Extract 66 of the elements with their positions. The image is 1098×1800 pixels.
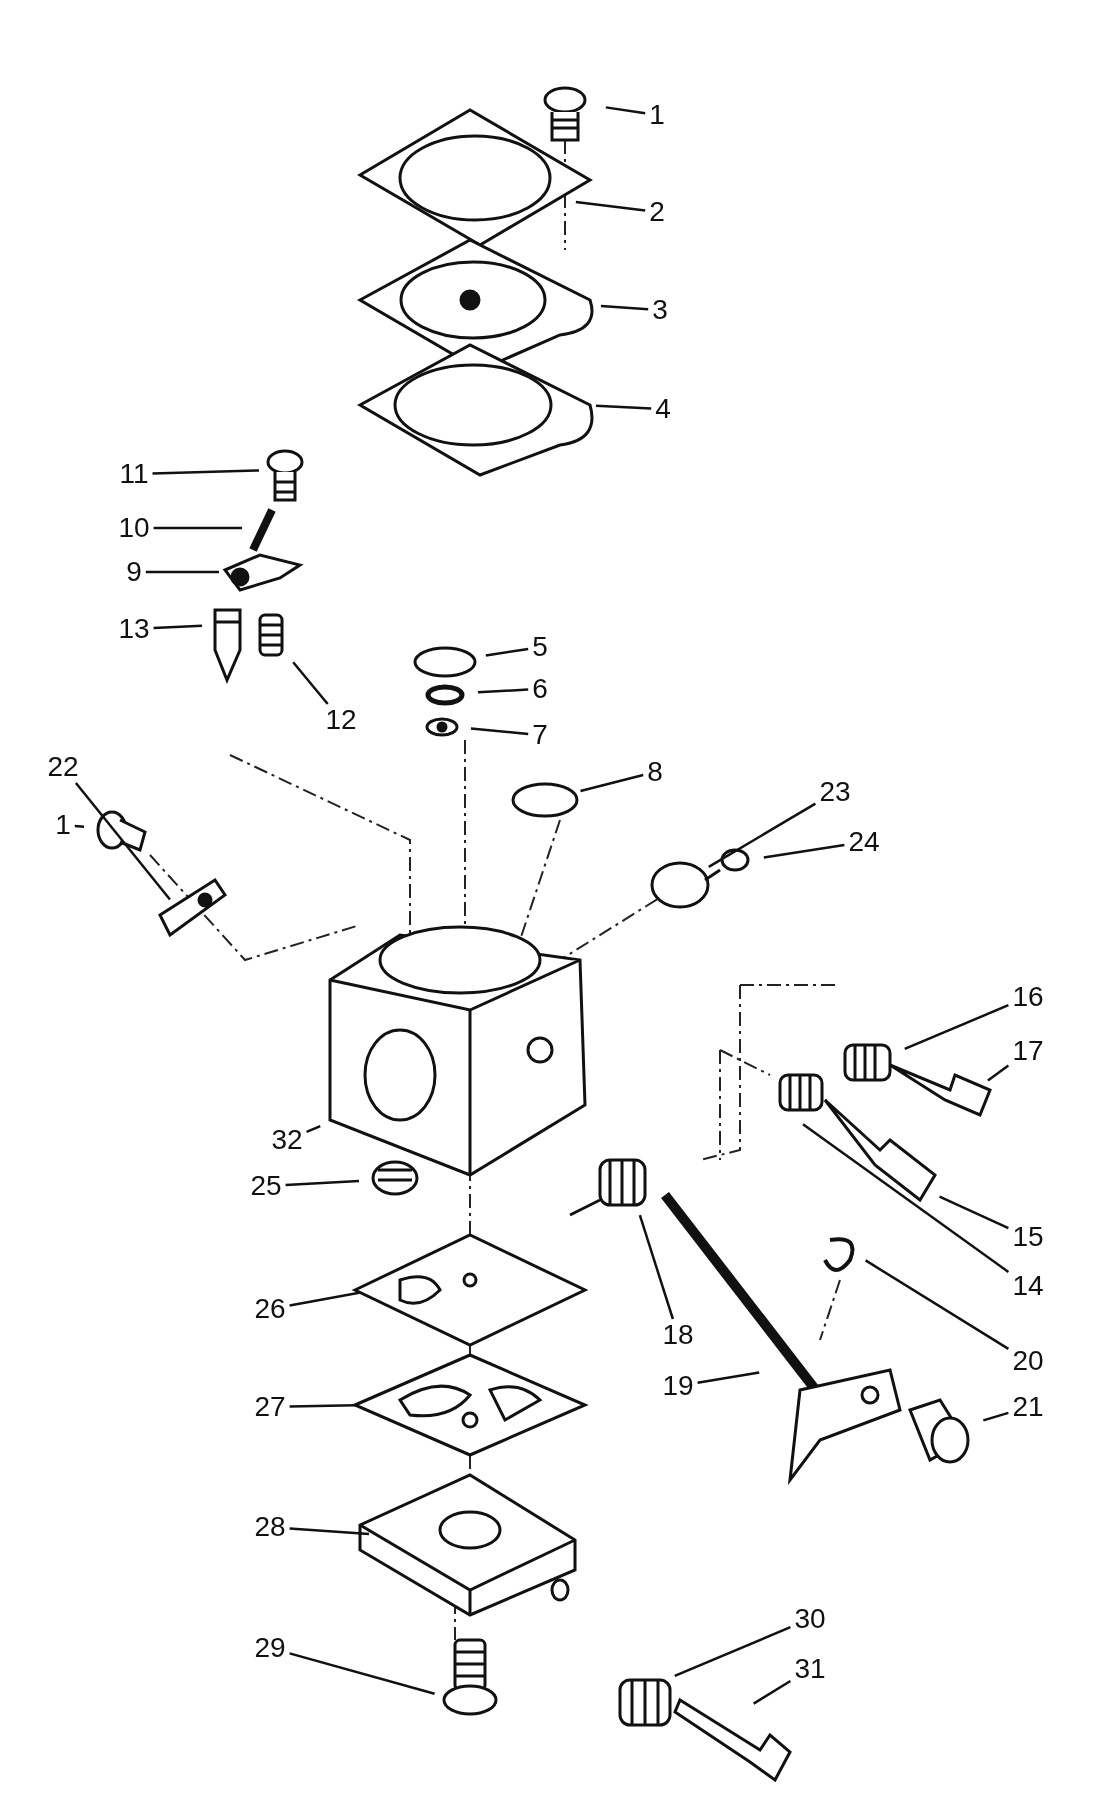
leader-line: [289, 1652, 435, 1695]
leader-line: [74, 824, 85, 828]
callout-number: 15: [1012, 1223, 1044, 1251]
leader-line: [600, 304, 649, 311]
leader-line: [153, 624, 203, 630]
callout-number: 26: [254, 1295, 286, 1323]
leader-line: [575, 200, 646, 212]
callout-number: 12: [325, 706, 357, 734]
callout-number: 1: [649, 101, 665, 129]
callout-number: 23: [819, 778, 851, 806]
callout-number: 1: [55, 811, 71, 839]
leader-line: [697, 1371, 760, 1385]
callout-number: 6: [532, 675, 548, 703]
leader-line: [292, 661, 329, 705]
callout-number: 21: [1012, 1393, 1044, 1421]
leader-line: [289, 1527, 370, 1536]
callout-number: 7: [532, 721, 548, 749]
leader-line: [153, 526, 242, 530]
leader-line: [864, 1259, 1010, 1350]
leader-line: [145, 570, 219, 574]
callout-number: 13: [118, 615, 150, 643]
callout-number: 29: [254, 1634, 286, 1662]
leader-line: [638, 1214, 675, 1320]
callout-number: 25: [250, 1172, 282, 1200]
leader-line: [987, 1064, 1010, 1082]
callout-number: 4: [655, 395, 671, 423]
callout-number: 9: [126, 558, 142, 586]
leader-line: [674, 1626, 791, 1677]
leader-line: [289, 1291, 360, 1307]
leader-line: [477, 688, 529, 694]
callout-number: 30: [794, 1605, 826, 1633]
callout-number: 19: [662, 1372, 694, 1400]
leader-line: [306, 1125, 321, 1133]
callout-number: 16: [1012, 983, 1044, 1011]
leader-line: [904, 1004, 1009, 1050]
callout-number: 28: [254, 1513, 286, 1541]
callout-number: 14: [1012, 1272, 1044, 1300]
callout-number: 31: [794, 1655, 826, 1683]
leader-line: [580, 773, 644, 793]
callout-number: 18: [662, 1321, 694, 1349]
leader-line: [605, 106, 646, 115]
leader-line: [152, 469, 260, 475]
callout-number: 32: [271, 1126, 303, 1154]
leader-line: [485, 647, 529, 657]
leader-line: [289, 1404, 357, 1408]
callout-number: 20: [1012, 1347, 1044, 1375]
callout-number: 2: [649, 198, 665, 226]
leader-line: [285, 1179, 360, 1187]
callout-number: 27: [254, 1393, 286, 1421]
leader-line: [470, 727, 529, 736]
leader-line: [802, 1123, 1010, 1273]
callout-number: 8: [647, 758, 663, 786]
callout-number: 11: [119, 460, 149, 488]
leader-line: [74, 782, 171, 901]
leader-line: [982, 1411, 1009, 1422]
callout-number: 10: [118, 514, 150, 542]
leader-line: [939, 1195, 1009, 1230]
callout-number: 3: [652, 296, 668, 324]
callout-number: 5: [532, 633, 548, 661]
callout-number: 17: [1012, 1037, 1044, 1065]
callout-number: 24: [848, 828, 880, 856]
leader-line: [752, 1679, 792, 1705]
leader-line: [763, 843, 845, 859]
callout-number: 22: [47, 753, 79, 781]
leader-line: [708, 802, 817, 868]
leader-line: [595, 404, 652, 410]
